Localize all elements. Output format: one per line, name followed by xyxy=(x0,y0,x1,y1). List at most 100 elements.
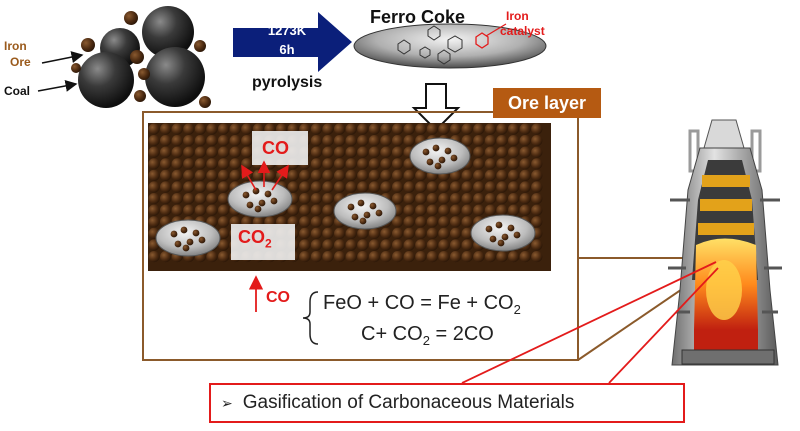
ore-ball xyxy=(380,169,392,181)
iron-catalyst-label-line2: catalyst xyxy=(500,24,545,38)
embedded-ore-dot xyxy=(450,154,458,162)
embedded-ore-dot xyxy=(426,158,434,166)
ore-ball xyxy=(357,227,369,239)
ore-ball xyxy=(438,251,450,263)
ore-ball xyxy=(345,123,357,135)
ore-ball xyxy=(299,193,311,205)
ore-ball xyxy=(519,251,531,263)
embedded-ore-dot xyxy=(242,191,250,199)
ore-particle xyxy=(134,90,146,102)
ore-ball xyxy=(496,193,508,205)
coal-label: Coal xyxy=(4,84,31,98)
ore-ball xyxy=(241,146,253,158)
ore-ball xyxy=(392,216,404,228)
ore-ball xyxy=(450,123,462,135)
ore-ball xyxy=(392,158,404,170)
ore-ball xyxy=(461,204,473,216)
embedded-ore-dot xyxy=(264,190,272,198)
embedded-ore-dot xyxy=(359,217,367,225)
ore-ball xyxy=(194,169,206,181)
ore-ball xyxy=(206,181,218,193)
pyrolysis-label: pyrolysis xyxy=(252,74,323,91)
blast-furnace-icon xyxy=(668,119,782,366)
ore-ball xyxy=(218,193,230,205)
embedded-ore-dot xyxy=(254,205,262,213)
ore-ball xyxy=(473,251,485,263)
embedded-ore-dot xyxy=(270,197,278,205)
ore-ball xyxy=(380,181,392,193)
ore-ball xyxy=(194,123,206,135)
ore-ball xyxy=(148,169,160,181)
ore-ball xyxy=(392,169,404,181)
embedded-ore-dot xyxy=(497,239,505,247)
ore-ball xyxy=(438,123,450,135)
pyrolysis-arrow xyxy=(233,12,352,72)
ore-ball xyxy=(229,123,241,135)
ore-ball xyxy=(357,239,369,251)
ore-ball xyxy=(368,181,380,193)
ore-ball xyxy=(194,193,206,205)
ore-ball xyxy=(322,251,334,263)
ore-ball xyxy=(507,123,520,135)
ore-ball xyxy=(438,193,450,205)
equation-feo-reduction: FeO + CO = Fe + CO2 xyxy=(323,293,521,316)
ore-ball xyxy=(415,193,427,205)
ore-layer-frame xyxy=(142,111,579,361)
co-arrow xyxy=(271,164,289,191)
ore-ball xyxy=(473,204,485,216)
ore-ball xyxy=(507,204,520,216)
ore-ball xyxy=(345,158,357,170)
ore-ball xyxy=(531,204,543,216)
ore-ball xyxy=(218,169,230,181)
embedded-ore-dot xyxy=(357,199,365,207)
ore-ball xyxy=(334,135,346,147)
ore-ball xyxy=(403,251,415,263)
ore-ball xyxy=(484,204,496,216)
ore-ball xyxy=(496,135,508,147)
ore-ball xyxy=(310,193,322,205)
equation-boudouard: C+ CO2 = 2CO xyxy=(361,324,494,347)
ore-ball xyxy=(484,123,496,135)
ore-particle xyxy=(124,11,138,25)
ore-ball xyxy=(310,169,322,181)
ore-ball xyxy=(148,216,160,228)
ore-ball xyxy=(403,135,415,147)
ore-ball xyxy=(148,251,160,263)
embedded-ore-dot xyxy=(192,229,200,237)
ore-ball xyxy=(287,181,299,193)
ore-ball xyxy=(415,251,427,263)
ore-ball xyxy=(322,193,334,205)
ore-ball xyxy=(507,193,520,205)
ore-particle xyxy=(81,38,95,52)
ore-ball xyxy=(392,227,404,239)
ore-ball xyxy=(218,239,230,251)
ore-ball xyxy=(380,251,392,263)
ore-ball xyxy=(206,123,218,135)
ore-ball xyxy=(484,135,496,147)
ore-ball xyxy=(461,227,473,239)
ore-ball xyxy=(345,227,357,239)
ore-ball xyxy=(206,135,218,147)
ore-ball xyxy=(322,135,334,147)
ore-ball xyxy=(403,181,415,193)
ore-ball xyxy=(450,239,462,251)
coal-ball xyxy=(145,47,205,107)
ore-ball xyxy=(473,169,485,181)
ore-ball xyxy=(484,169,496,181)
duration-label: 6h xyxy=(279,42,295,57)
ore-ball xyxy=(473,158,485,170)
ore-ball xyxy=(450,251,462,263)
embedded-ore-dot xyxy=(422,148,430,156)
ore-ball xyxy=(473,181,485,193)
ore-ball xyxy=(507,251,520,263)
ore-ball xyxy=(183,158,195,170)
co2-label-main: CO xyxy=(238,227,265,247)
ferro-coke-pellet xyxy=(155,219,221,257)
ore-ball xyxy=(299,216,311,228)
ore-ball xyxy=(496,169,508,181)
ore-ball xyxy=(426,181,438,193)
embedded-ore-dot xyxy=(174,240,182,248)
ore-ball xyxy=(194,135,206,147)
ore-ball xyxy=(334,251,346,263)
embedded-ore-dot xyxy=(495,221,503,229)
